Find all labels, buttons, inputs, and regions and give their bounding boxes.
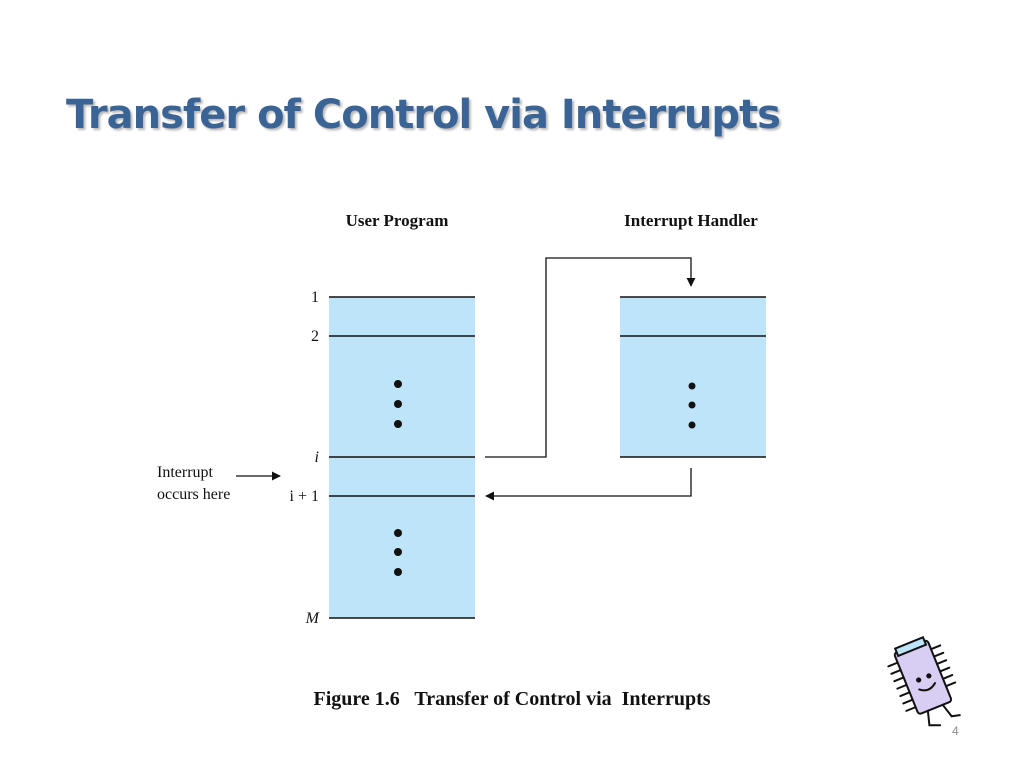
- user-program-ellipsis-lower: [394, 529, 402, 576]
- jump-to-handler-arrow: [485, 257, 696, 458]
- figure-caption: Figure 1.6 Transfer of Control via Inter…: [313, 688, 711, 710]
- row-label-1: 1: [311, 289, 319, 306]
- row-label-2: 2: [311, 328, 319, 345]
- interrupt-handler-heading: Interrupt Handler: [624, 211, 758, 230]
- row-label-m: M: [305, 610, 321, 627]
- slide-number: 4: [952, 724, 959, 738]
- interrupt-note-line1: Interrupt: [157, 464, 214, 481]
- interrupt-note-line2: occurs here: [157, 486, 230, 503]
- handler-ellipsis: [688, 382, 696, 429]
- row-label-i: i: [315, 449, 319, 466]
- slide-title: Transfer of Control via Interrupts: [66, 92, 781, 138]
- return-to-program-arrow: [485, 468, 692, 501]
- interrupt-handler-block: [620, 297, 766, 457]
- user-program-heading: User Program: [346, 211, 449, 230]
- smiling-chip-character-icon: [887, 635, 961, 727]
- user-program-ellipsis-upper: [394, 380, 402, 428]
- row-label-i-plus-1: i + 1: [290, 488, 319, 505]
